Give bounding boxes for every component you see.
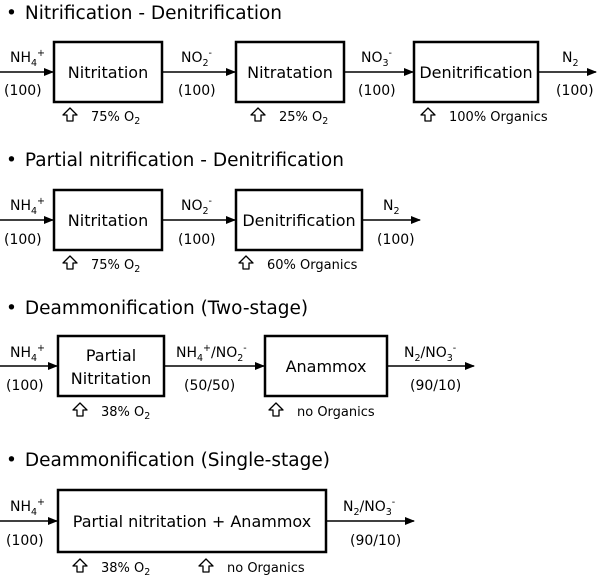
svg-text:100% Organics: 100% Organics (449, 110, 548, 125)
up-arrow-icon (268, 402, 284, 417)
section-heading: • Nitrification - Denitrification (6, 3, 282, 24)
process-box-denitrification: Denitrification (412, 40, 540, 104)
section-title: Partial nitrification - Denitrification (25, 150, 344, 171)
amount-label: (100) (178, 83, 216, 99)
amount-label: (90/10) (350, 533, 401, 549)
svg-text:75% O2: 75% O2 (91, 110, 140, 127)
output-label: N2 (383, 198, 400, 217)
svg-text:no Organics: no Organics (297, 405, 375, 420)
up-arrow-icon (420, 107, 436, 122)
output-label: N2/NO3- (343, 497, 395, 518)
box-label: Nitritation (71, 369, 151, 388)
supply-note: 75% O2 (62, 107, 140, 127)
section-heading: • Partial nitrification - Denitrification (6, 150, 344, 171)
box-label: Partial (86, 346, 136, 365)
box-label: Nitritation (68, 211, 148, 230)
species-label: NH4+ (10, 196, 45, 217)
up-arrow-icon (62, 107, 78, 122)
bullet: • (6, 450, 17, 471)
section-partial-nitrification-denitrification: • Partial nitrification - Denitrification… (0, 150, 421, 275)
up-arrow-icon (72, 558, 88, 573)
box-label: Nitritation (68, 63, 148, 82)
amount-label: (100) (4, 232, 42, 248)
section-nitrification-denitrification: • Nitrification - Denitrification Nitrita… (0, 3, 597, 127)
process-box-denitrification: Denitrification (234, 188, 364, 252)
bullet: • (6, 150, 17, 171)
amount-label: (100) (377, 232, 415, 248)
species-label: NO2- (181, 196, 212, 217)
up-arrow-icon (198, 558, 214, 573)
species-label: NH4+/NO2- (176, 343, 247, 364)
amount-label: (50/50) (184, 378, 235, 394)
process-box-nitritation: Nitritation (52, 188, 164, 252)
process-box-partial-nitritation: Partial Nitritation (56, 334, 166, 398)
amount-label: (100) (556, 83, 594, 99)
amount-label: (100) (4, 83, 42, 99)
svg-text:no Organics: no Organics (227, 561, 305, 576)
species-label: NO3- (361, 48, 392, 69)
svg-text:60% Organics: 60% Organics (267, 258, 358, 273)
output-label: N2/NO3- (404, 343, 456, 364)
process-box-partial-nitritation-anammox: Partial nitritation + Anammox (56, 488, 328, 554)
box-label: Partial nitritation + Anammox (73, 512, 311, 531)
section-deammonification-two-stage: • Deammonification (Two-stage) Partial Ni… (0, 298, 475, 422)
supply-note: 100% Organics (420, 107, 548, 125)
svg-text:38% O2: 38% O2 (101, 405, 150, 422)
supply-note: 38% O2 (72, 402, 150, 422)
section-title: Deammonification (Two-stage) (25, 298, 308, 319)
up-arrow-icon (238, 255, 254, 270)
supply-note: 25% O2 (250, 107, 328, 127)
process-box-nitratation: Nitratation (234, 40, 346, 104)
process-box-anammox: Anammox (263, 334, 389, 398)
amount-label: (100) (178, 232, 216, 248)
amount-label: (100) (6, 533, 44, 549)
section-deammonification-single-stage: • Deammonification (Single-stage) Partial… (0, 450, 415, 578)
up-arrow-icon (72, 402, 88, 417)
section-title: Nitrification - Denitrification (25, 3, 282, 24)
box-label: Nitratation (247, 63, 333, 82)
bullet: • (6, 3, 17, 24)
species-label: NH4+ (10, 48, 45, 69)
process-box-nitritation: Nitritation (52, 40, 164, 104)
species-label: NH4+ (10, 343, 45, 364)
amount-label: (100) (6, 378, 44, 394)
svg-text:25% O2: 25% O2 (279, 110, 328, 127)
supply-note: no Organics (198, 558, 305, 576)
box-label: Denitrification (242, 211, 355, 230)
supply-note: no Organics (268, 402, 375, 420)
amount-label: (90/10) (410, 378, 461, 394)
bullet: • (6, 298, 17, 319)
supply-note: 75% O2 (62, 255, 140, 275)
section-heading: • Deammonification (Single-stage) (6, 450, 330, 471)
supply-note: 60% Organics (238, 255, 358, 273)
amount-label: (100) (358, 83, 396, 99)
section-title: Deammonification (Single-stage) (25, 450, 330, 471)
box-label: Denitrification (419, 63, 532, 82)
up-arrow-icon (250, 107, 266, 122)
species-label: NH4+ (10, 497, 45, 518)
species-label: NO2- (181, 48, 212, 69)
box-label: Anammox (286, 357, 367, 376)
section-heading: • Deammonification (Two-stage) (6, 298, 308, 319)
supply-note: 38% O2 (72, 558, 150, 578)
svg-text:38% O2: 38% O2 (101, 561, 150, 578)
svg-text:75% O2: 75% O2 (91, 258, 140, 275)
up-arrow-icon (62, 255, 78, 270)
output-label: N2 (562, 50, 579, 69)
